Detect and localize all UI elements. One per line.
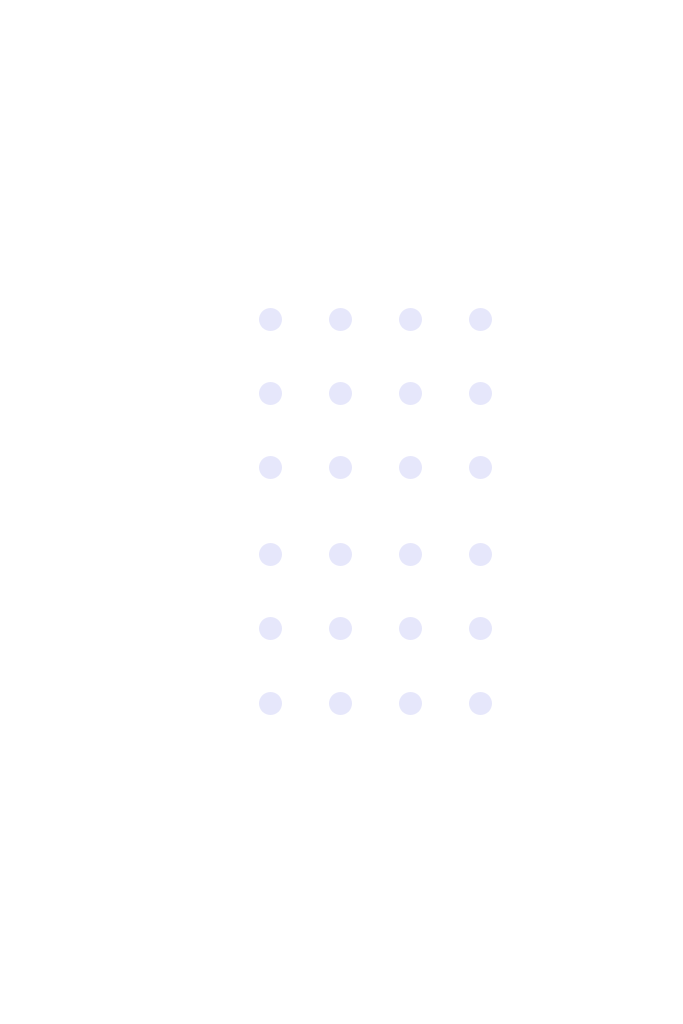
dot-r3-c2 — [329, 456, 352, 479]
dot-r6-c2 — [329, 692, 352, 715]
dot-r5-c2 — [329, 617, 352, 640]
dot-r6-c1 — [259, 692, 282, 715]
dot-r6-c3 — [399, 692, 422, 715]
dot-r3-c4 — [469, 456, 492, 479]
dot-r6-c4 — [469, 692, 492, 715]
dot-r1-c4 — [469, 308, 492, 331]
dot-r4-c1 — [259, 543, 282, 566]
dot-r1-c1 — [259, 308, 282, 331]
dot-r2-c3 — [399, 382, 422, 405]
dot-r4-c4 — [469, 543, 492, 566]
dot-r2-c1 — [259, 382, 282, 405]
dot-r1-c3 — [399, 308, 422, 331]
dot-r4-c3 — [399, 543, 422, 566]
dot-r3-c3 — [399, 456, 422, 479]
dot-r5-c1 — [259, 617, 282, 640]
dot-r5-c3 — [399, 617, 422, 640]
dot-r3-c1 — [259, 456, 282, 479]
dot-grid — [258, 308, 494, 716]
dot-r1-c2 — [329, 308, 352, 331]
dot-r2-c2 — [329, 382, 352, 405]
dot-r5-c4 — [469, 617, 492, 640]
dot-r2-c4 — [469, 382, 492, 405]
dot-r4-c2 — [329, 543, 352, 566]
